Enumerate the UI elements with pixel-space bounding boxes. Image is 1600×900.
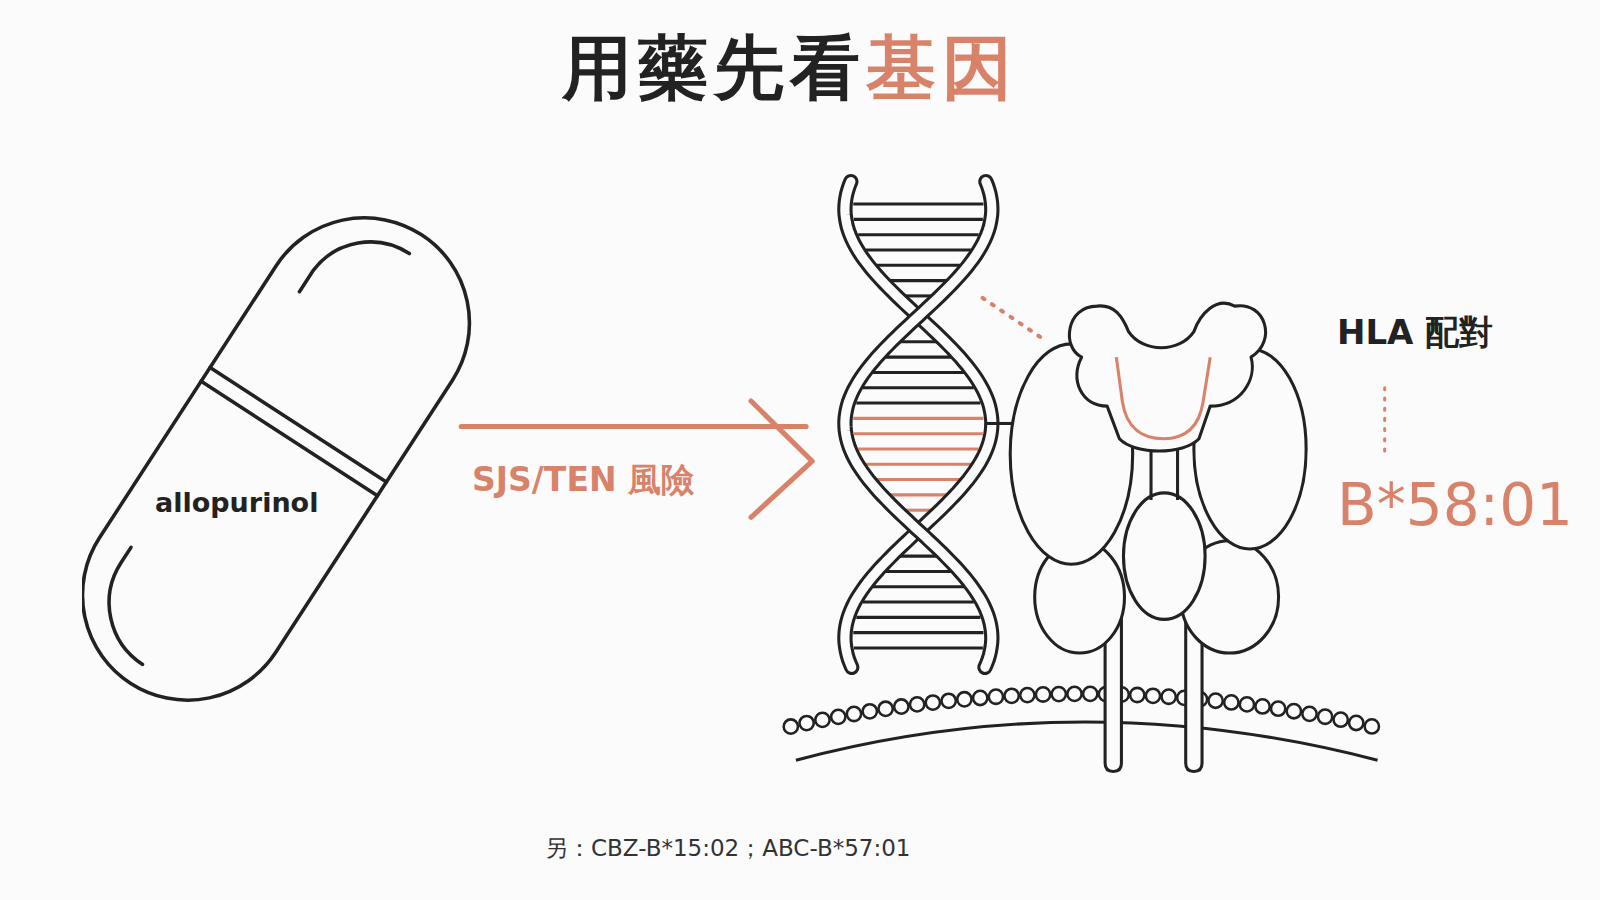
dotted-leader: [1383, 388, 1386, 454]
drug-name: allopurinol: [155, 487, 318, 518]
capsule-outline: [82, 209, 472, 709]
allele-label: B*58:01: [1337, 471, 1573, 539]
title: 用藥先看基因: [562, 22, 1018, 116]
cell-membrane: [784, 687, 1379, 760]
drug-capsule: allopurinol: [82, 209, 472, 709]
hla-label: HLA 配對: [1337, 310, 1493, 356]
dotted-leader: [983, 298, 1043, 339]
footnote: 另：CBZ-B*15:02；ABC-B*57:01: [545, 833, 910, 864]
dna-helix: [845, 182, 992, 668]
hla-molecule: [1010, 303, 1306, 771]
risk-arrow: [461, 401, 812, 517]
risk-label: SJS/TEN 風險: [472, 458, 694, 503]
